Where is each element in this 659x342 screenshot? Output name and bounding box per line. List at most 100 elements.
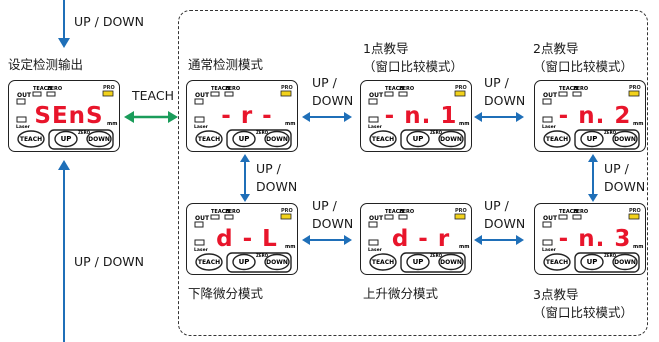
teach-button[interactable] [17,130,45,148]
zero-small-label: ZERO [573,86,588,92]
down-button-label: DOWN [440,136,462,143]
laser-label: Laser [368,247,383,253]
teach-button[interactable] [543,130,571,148]
up-button[interactable] [580,253,604,271]
bottom-up-arrowhead [58,160,70,170]
teach-small-label: TEACH [559,209,578,215]
out-label: OUT [195,215,210,222]
down-button[interactable] [438,253,464,271]
up-button-label: UP [239,258,250,266]
up-button[interactable] [406,253,430,271]
up-button[interactable] [406,130,430,148]
seven-segment-display: - n. 2 [559,103,632,129]
top-updown-label: UP / DOWN [74,14,145,29]
teach-button-label: TEACH [198,136,220,143]
teach-small-label: TEACH [33,86,52,92]
out-label: OUT [17,92,32,99]
down-button[interactable] [86,130,112,148]
up-button[interactable] [580,130,604,148]
mm-label: mm [107,121,117,127]
teach-button-label: TEACH [372,259,394,266]
device-title-rising: 上升微分模式 [363,286,439,301]
seven-segment-display: - r - [221,103,272,129]
zero-label: ZERO [604,253,617,258]
zero-small-label: ZERO [47,86,62,92]
h-updown-label-1: UP / DOWN [312,75,354,108]
h-updown-label-4: UP / DOWN [484,198,526,231]
pro-label: PRO [455,208,467,214]
up-button[interactable] [54,130,78,148]
v-updown-label-2: UP / DOWN [604,161,646,194]
zero-small-label: ZERO [573,209,588,215]
down-button[interactable] [612,253,638,271]
h-updown-label-3: UP / DOWN [312,198,354,231]
device-title-2pt: 2点教导 （窗口比较模式） [533,41,634,74]
down-button[interactable] [264,130,290,148]
pro-label: PRO [103,85,115,91]
down-button[interactable] [438,130,464,148]
laser-label: Laser [194,124,209,130]
zero-small-label: ZERO [399,86,414,92]
mm-label: mm [285,121,295,127]
out-label: OUT [369,92,384,99]
v-arrow-1 [240,154,250,202]
down-button-label: DOWN [440,259,462,266]
down-button-label: DOWN [266,259,288,266]
teach-small-label: TEACH [211,86,230,92]
up-button[interactable] [232,253,256,271]
h-arrow-3 [302,235,352,245]
laser-label: Laser [368,124,383,130]
teach-small-label: TEACH [385,86,404,92]
teach-small-label: TEACH [385,209,404,215]
teach-small-label: TEACH [211,209,230,215]
seven-segment-display: - n. 3 [559,226,632,252]
laser-label: Laser [542,124,557,130]
laser-label: Laser [16,124,31,130]
pro-label: PRO [455,85,467,91]
out-label: OUT [543,92,558,99]
teach-button-label: TEACH [20,136,42,143]
zero-label: ZERO [78,130,91,135]
zero-label: ZERO [430,253,443,258]
teach-button[interactable] [369,253,397,271]
down-button[interactable] [612,130,638,148]
teach-button[interactable] [195,130,223,148]
up-button-label: UP [61,135,72,143]
out-label: OUT [543,215,558,222]
pro-label: PRO [281,208,293,214]
up-button-label: UP [239,135,250,143]
teach-button[interactable] [195,253,223,271]
teach-button[interactable] [543,253,571,271]
up-button[interactable] [232,130,256,148]
down-button-label: DOWN [614,259,636,266]
zero-label: ZERO [430,130,443,135]
teach-button[interactable] [369,130,397,148]
zero-small-label: ZERO [225,86,240,92]
up-button-label: UP [587,135,598,143]
zero-label: ZERO [256,130,269,135]
down-button[interactable] [264,253,290,271]
teach-arrowhead-left [124,111,134,123]
device-title-falling: 下降微分模式 [188,286,264,301]
laser-label: Laser [194,247,209,253]
teach-button-label: TEACH [198,259,220,266]
down-button-label: DOWN [614,136,636,143]
pro-label: PRO [629,85,641,91]
zero-small-label: ZERO [399,209,414,215]
h-updown-label-2: UP / DOWN [484,75,526,108]
device-title-sens: 设定检测输出 [8,57,84,72]
v-updown-label-1: UP / DOWN [256,161,298,194]
teach-label: TEACH [132,88,174,103]
out-label: OUT [195,92,210,99]
